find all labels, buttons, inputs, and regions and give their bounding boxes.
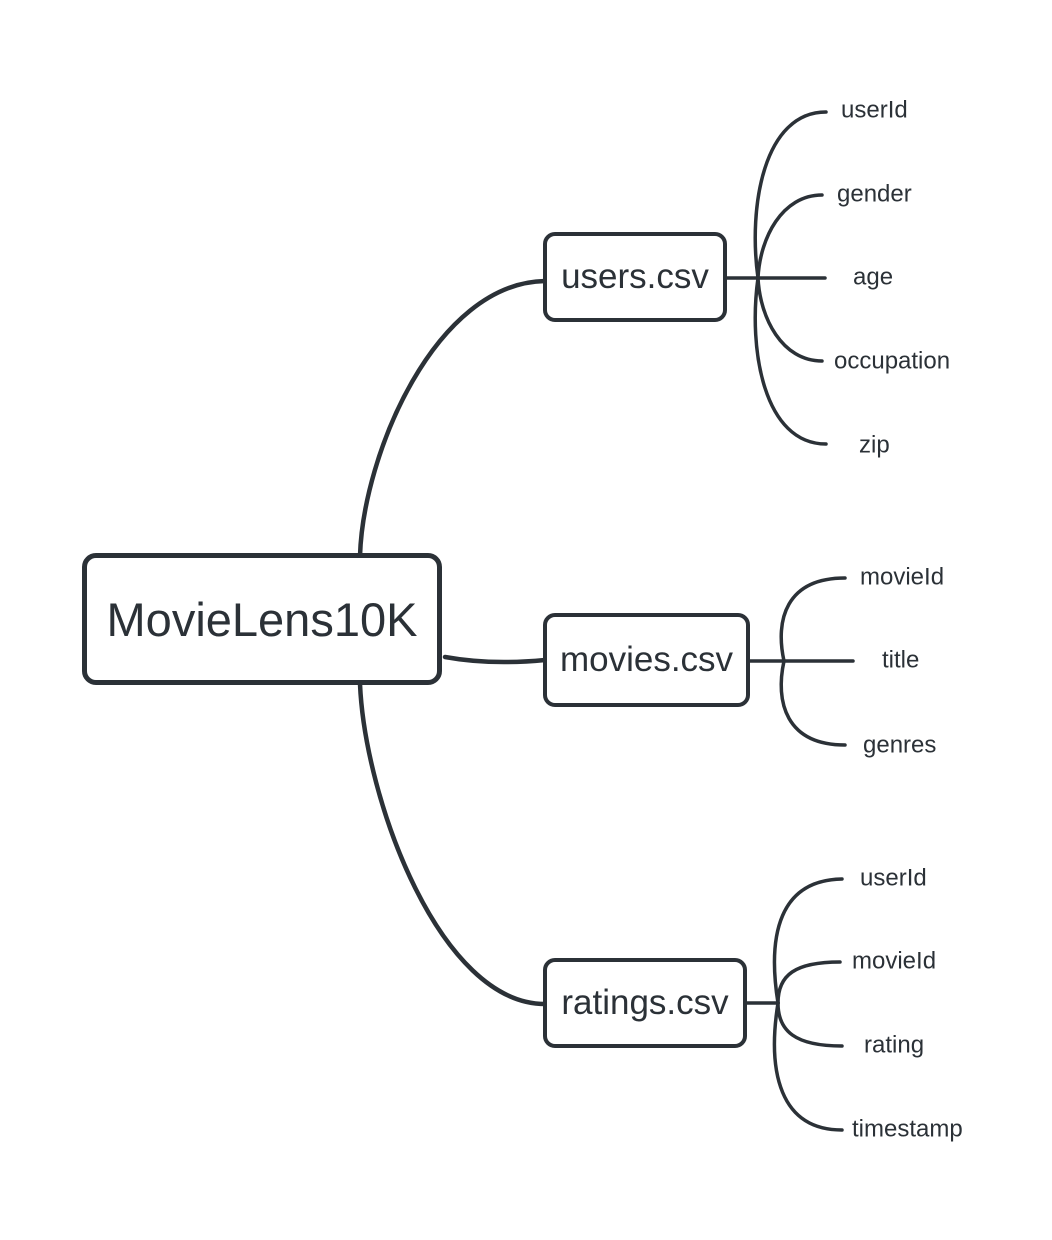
- node-movies-csv: movies.csv: [543, 613, 750, 707]
- edge-ratings-rating: [776, 1001, 844, 1048]
- edge-ratings-userid: [772, 877, 844, 1005]
- node-movielens10k: MovieLens10K: [82, 553, 442, 685]
- node-ratings-csv-label: ratings.csv: [561, 983, 729, 1022]
- edge-movies-movieid: [779, 576, 847, 663]
- edge-movies-genres: [779, 659, 847, 747]
- leaf-users-occupation: occupation: [834, 347, 951, 375]
- node-movielens10k-label: MovieLens10K: [106, 592, 418, 646]
- leaf-users-userid: userId: [841, 96, 908, 124]
- edge-ratings-movieid: [776, 960, 842, 1005]
- leaf-ratings-rating: rating: [864, 1031, 925, 1059]
- node-ratings-csv: ratings.csv: [543, 958, 747, 1048]
- node-movies-csv-label: movies.csv: [559, 640, 734, 679]
- edge-users-userid: [753, 110, 828, 280]
- edge-root-ratings: [357, 681, 548, 1007]
- node-users-csv-label: users.csv: [561, 257, 709, 296]
- edge-users-occupation: [756, 276, 824, 363]
- edge-root-users: [357, 278, 548, 559]
- edge-root-movies: [442, 654, 548, 665]
- leaf-users-gender: gender: [837, 180, 912, 208]
- leaf-ratings-movieid: movieId: [852, 947, 937, 975]
- edge-ratings-timestamp: [772, 1001, 844, 1132]
- leaf-movies-movieid: movieId: [860, 563, 945, 591]
- leaf-movies-genres: genres: [863, 731, 937, 759]
- edge-users-gender: [756, 193, 824, 280]
- edge-users-zip: [753, 276, 828, 446]
- leaf-ratings-timestamp: timestamp: [852, 1115, 963, 1143]
- leaf-movies-title: title: [882, 646, 920, 674]
- leaf-ratings-userid: userId: [860, 864, 927, 892]
- leaf-users-age: age: [853, 263, 894, 291]
- node-users-csv: users.csv: [543, 232, 727, 322]
- leaf-users-zip: zip: [859, 431, 890, 459]
